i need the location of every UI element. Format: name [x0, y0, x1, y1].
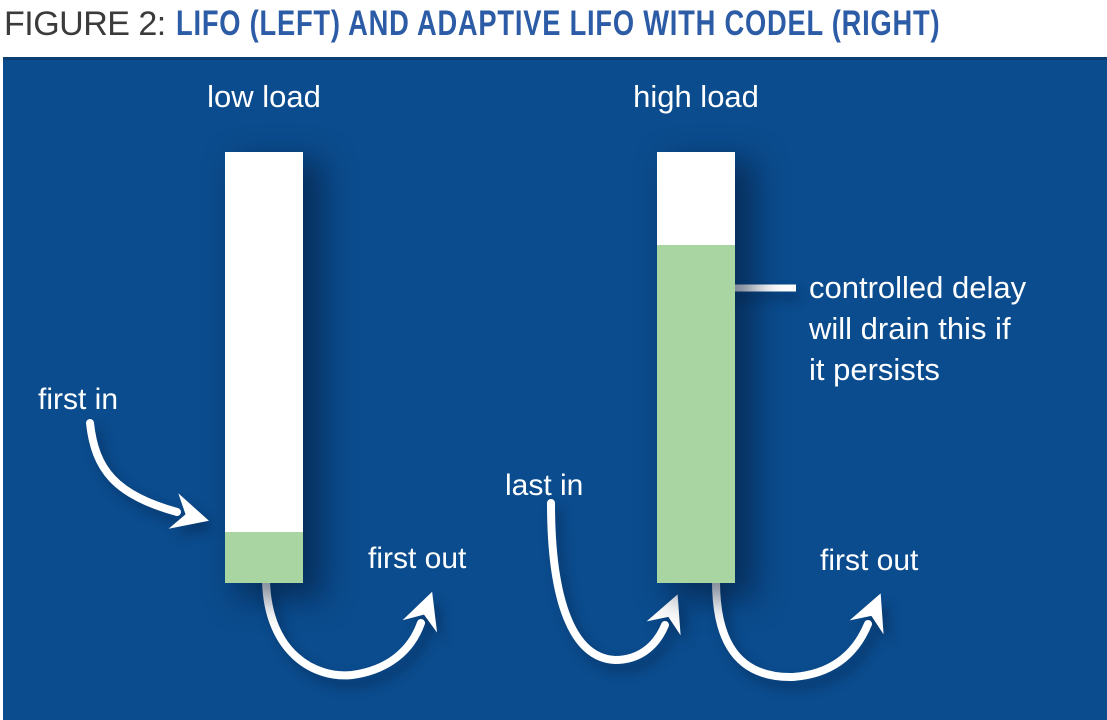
- first-out-arrow-left-icon: [262, 577, 438, 680]
- figure-label: FIGURE 2:: [4, 5, 166, 43]
- left-queue-filled-region: [225, 532, 303, 583]
- right-queue-empty-region: [657, 152, 735, 245]
- right-queue-bar: [657, 152, 735, 583]
- callout-line-3: it persists: [809, 352, 940, 387]
- right-queue-heading: high load: [633, 79, 759, 114]
- diagram-panel: low load high load first in first out la…: [3, 57, 1107, 720]
- right-queue-filled-region: [657, 245, 735, 583]
- callout-line-1: controlled delay: [809, 270, 1027, 305]
- controlled-delay-callout: controlled delay will drain this if it p…: [809, 267, 1026, 390]
- first-in-label: first in: [38, 383, 119, 416]
- callout-line-2: will drain this if: [809, 311, 1011, 346]
- first-in-arrow-icon: [86, 419, 209, 529]
- figure-title-row: FIGURE 2:LIFO (LEFT) AND ADAPTIVE LIFO W…: [4, 4, 1107, 54]
- last-in-label: last in: [505, 469, 584, 502]
- left-queue-bar: [225, 152, 303, 583]
- first-out-label-right: first out: [820, 544, 919, 577]
- first-out-label-left: first out: [368, 542, 467, 575]
- left-queue-empty-region: [225, 152, 303, 532]
- figure-heading: LIFO (LEFT) AND ADAPTIVE LIFO WITH CODEL…: [175, 4, 941, 43]
- first-out-arrow-right-icon: [712, 577, 884, 682]
- left-queue-heading: low load: [207, 79, 321, 114]
- last-in-arrow-icon: [547, 499, 681, 665]
